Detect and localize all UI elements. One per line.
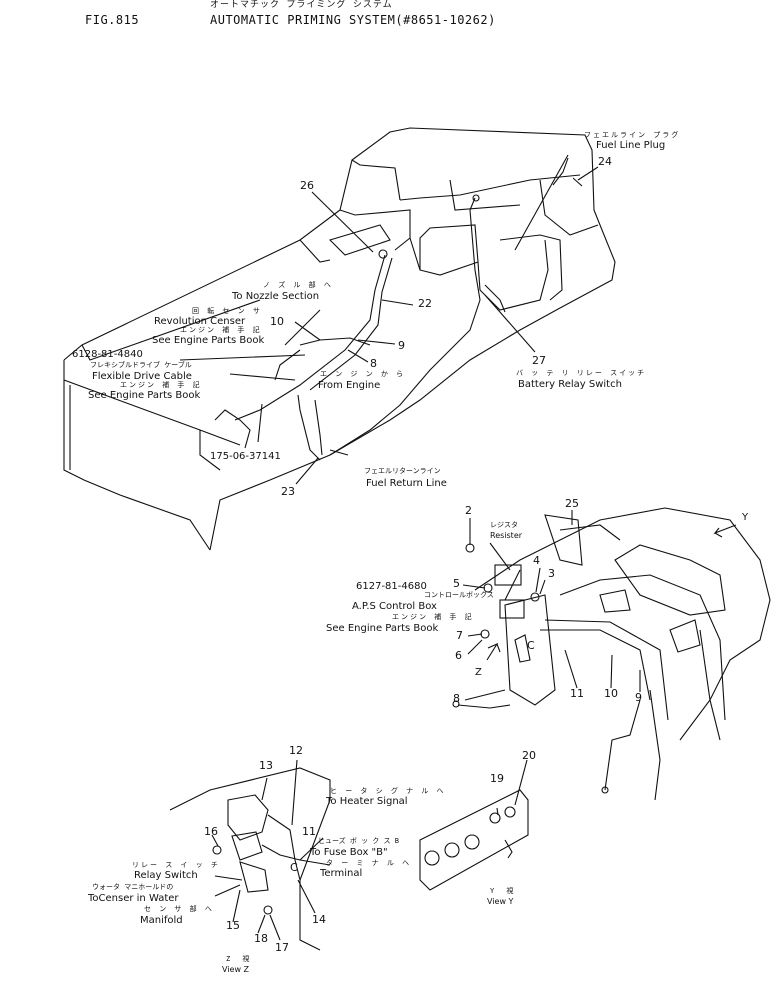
callout-4: 4 xyxy=(533,554,540,567)
callout-13: 13 xyxy=(259,759,273,772)
callout-14: 14 xyxy=(312,913,326,926)
rev-censer-label: Revolution Censer xyxy=(154,316,246,327)
part-number-6128: 6128-81-4840 xyxy=(72,349,143,360)
callout-25: 25 xyxy=(565,497,579,510)
battery-relay-label: Battery Relay Switch xyxy=(518,379,622,390)
part-number-6127: 6127-81-4680 xyxy=(356,581,427,592)
part-number-175: 175-06-37141 xyxy=(210,451,281,462)
relay-jp: リレー ス イ ッ チ xyxy=(132,861,220,869)
relay-label: Relay Switch xyxy=(134,870,198,881)
water-jp: ウォータ マニホールドの xyxy=(92,883,174,891)
callout-19: 19 xyxy=(490,772,504,785)
water-label: ToCenser in Water xyxy=(88,893,179,904)
title-japanese: オートマチック プライミング システム xyxy=(210,0,393,10)
rev-censer-jp: 回 転 セ ン サ xyxy=(192,307,262,315)
view-z-jp: Z 視 xyxy=(226,955,254,963)
view-y-drawing xyxy=(419,759,529,891)
resister-jp: レジスタ xyxy=(490,521,518,529)
callout-11: 11 xyxy=(570,687,584,700)
callout-15: 15 xyxy=(226,919,240,932)
callout-10-b: 10 xyxy=(604,687,618,700)
callout-7: 7 xyxy=(456,629,463,642)
nozzle-label: To Nozzle Section xyxy=(232,291,320,302)
terminal-label: Terminal xyxy=(320,868,363,879)
callout-16: 16 xyxy=(204,825,218,838)
callout-9: 9 xyxy=(398,339,405,352)
fuel-line-plug-label: Fuel Line Plug xyxy=(596,140,666,151)
see-engine-parts-2: See Engine Parts Book xyxy=(88,390,201,401)
callout-10: 10 xyxy=(270,315,284,328)
arrow-z-label: Z xyxy=(475,667,482,678)
callout-c-2: C xyxy=(290,861,298,874)
fig-number: FIG.815 xyxy=(85,13,140,27)
battery-relay-jp: バ ッ テ リ リレー スイッチ xyxy=(516,369,647,377)
aps-control-label: A.P.S Control Box xyxy=(352,601,437,612)
callout-8-b: 8 xyxy=(453,692,460,705)
upper-wiring xyxy=(214,157,583,461)
terminal-jp: タ ー ミ ナ ル へ xyxy=(326,859,412,867)
arrow-y-label: Y xyxy=(742,512,749,523)
callout-8: 8 xyxy=(370,357,377,370)
flex-cable-jp: フレキシブルドライブ ケーブル xyxy=(90,361,192,369)
callout-24: 24 xyxy=(598,155,612,168)
see-engine-parts-3: See Engine Parts Book xyxy=(326,623,439,634)
view-z-label: View Z xyxy=(222,965,250,974)
view-arrows xyxy=(486,524,737,661)
callout-18: 18 xyxy=(254,932,268,945)
fuel-return-label: Fuel Return Line xyxy=(366,478,447,489)
machine-body-outline xyxy=(63,127,616,551)
callout-9-b: 9 xyxy=(635,691,642,704)
engine-parts-jp-1: エンジン 補 手 記 xyxy=(180,326,262,334)
upper-leaders xyxy=(179,154,599,485)
callout-6: 6 xyxy=(455,649,462,662)
from-engine-label: From Engine xyxy=(318,380,381,391)
sensor-jp: セ ン サ 部 へ xyxy=(144,905,214,913)
callout-23: 23 xyxy=(281,485,295,498)
callout-22: 22 xyxy=(418,297,432,310)
heater-jp: ヒ ー タ シ グ ナ ル へ xyxy=(330,787,446,795)
fuse-jp: ヒューズ ボ ッ ク ス B xyxy=(318,837,399,845)
callout-20: 20 xyxy=(522,749,536,762)
fuel-line-plug-jp: フェエルライン プラグ xyxy=(584,131,681,139)
view-y-jp: Y 視 xyxy=(490,887,518,895)
fuel-return-jp: フェエルリターンライン xyxy=(364,467,441,475)
heater-label: To Heater Signal xyxy=(326,796,408,807)
fuse-label: To Fuse Box "B" xyxy=(310,847,388,858)
callout-27: 27 xyxy=(532,354,546,367)
callout-26: 26 xyxy=(300,179,314,192)
see-engine-parts-1: See Engine Parts Book xyxy=(152,335,265,346)
callout-5: 5 xyxy=(453,577,460,590)
view-z-drawing xyxy=(169,759,331,951)
page-title: AUTOMATIC PRIMING SYSTEM(#8651-10262) xyxy=(210,13,496,27)
engine-parts-jp-2: エンジン 補 手 記 xyxy=(120,381,202,389)
cab-outline xyxy=(452,507,771,801)
mid-leaders xyxy=(462,510,641,701)
from-engine-jp: エ ン ジ ン か ら xyxy=(320,370,406,378)
callout-3: 3 xyxy=(548,567,555,580)
callout-11-b: 11 xyxy=(302,825,316,838)
engine-parts-jp-3: エンジン 補 手 記 xyxy=(392,613,474,621)
callout-12: 12 xyxy=(289,744,303,757)
flex-cable-label: Flexible Drive Cable xyxy=(92,371,192,382)
control-box-jp: コントロールボックス xyxy=(424,591,494,599)
callout-c-1: C xyxy=(527,639,535,652)
callout-17: 17 xyxy=(275,941,289,954)
manifold-label: Manifold xyxy=(140,915,183,926)
callout-2: 2 xyxy=(465,504,472,517)
resister-label: Resister xyxy=(490,531,523,540)
view-y-label: View Y xyxy=(487,897,514,906)
nozzle-jp: ノ ズ ル 部 へ xyxy=(263,281,333,289)
